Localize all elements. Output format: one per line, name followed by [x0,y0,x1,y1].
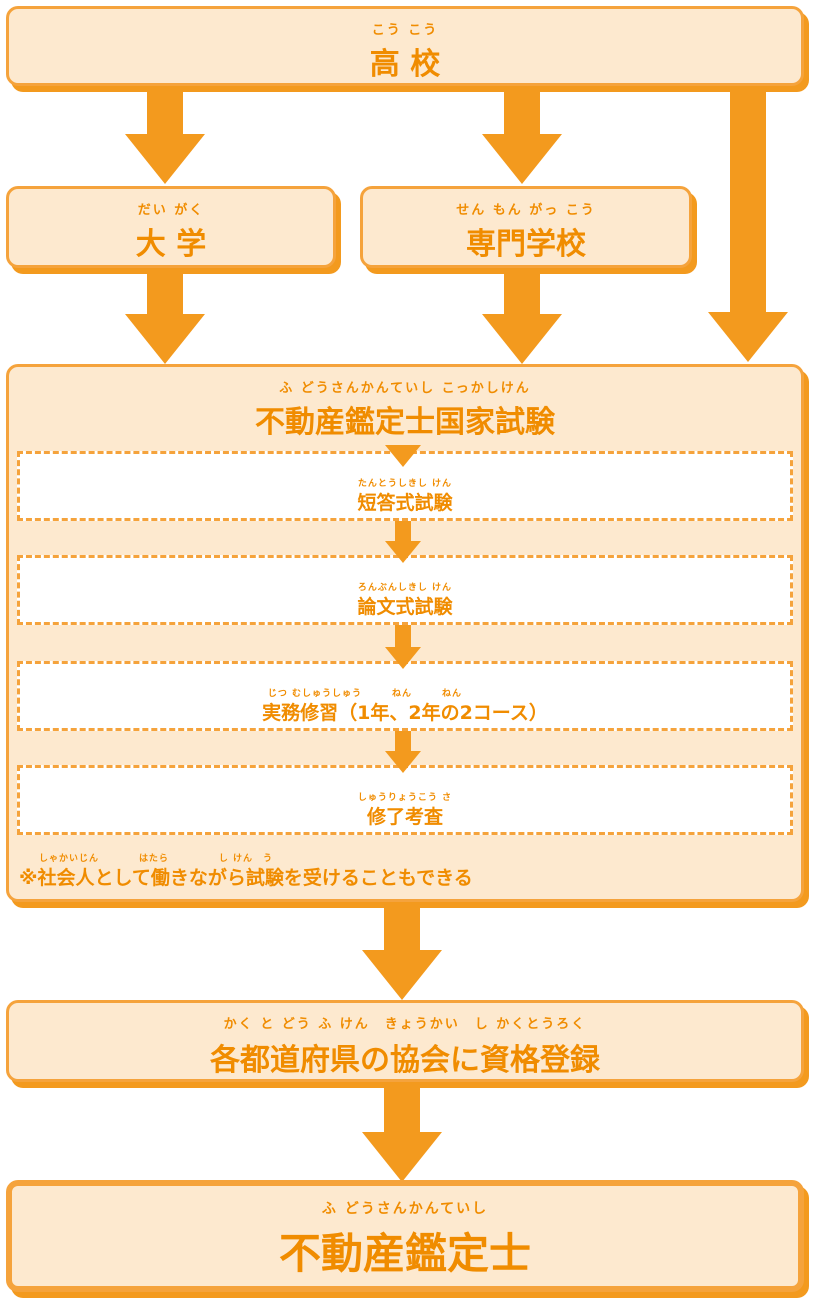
arrow-vocational-to-exam [482,268,562,364]
step-practical-training: じつ むしゅうしゅう ねん ねん 実務修習（1年、2年の2コース） [17,661,793,731]
highschool-label: 高 校 [369,47,441,82]
step-essay: ろんぶんしきし けん 論文式試験 [17,555,793,625]
registration-label: 各都道府県の協会に資格登録 [210,1043,600,1078]
arrow-highschool-to-university [125,86,205,186]
arrow-exam-to-registration [362,902,442,1000]
registration-ruby: かく と どう ふ けん きょうかい し かくとうろく [223,1017,587,1032]
step-practical-training-label: 実務修習（1年、2年の2コース） [262,702,548,724]
exam-note-ruby: しゃかいじん はたら し けん う [39,854,273,864]
node-vocational: せん もん がっ こう 専門学校 [360,186,692,268]
arrow-highschool-to-exam [708,86,788,364]
node-university: だい がく 大 学 [6,186,336,268]
arrow-university-to-exam [125,268,205,364]
step-completion-review-label: 修了考査 [366,806,443,828]
appraiser-label: 不動産鑑定士 [278,1229,531,1278]
arrow-title-to-step1 [385,445,421,467]
university-ruby: だい がく [137,203,205,218]
step-short-answer-label: 短答式試験 [357,492,453,514]
exam-title: 不動産鑑定士国家試験 [255,405,555,440]
arrow-highschool-to-vocational [482,86,562,186]
exam-note: ※社会人として働きながら試験を受けることもできる [19,867,473,889]
vocational-ruby: せん もん がっ こう [456,203,596,218]
node-appraiser: ふ どうさんかんていし 不動産鑑定士 [6,1180,804,1292]
university-label: 大 学 [135,227,207,262]
step-practical-training-ruby: じつ むしゅうしゅう ねん ねん [267,689,463,699]
arrow-step3-to-step4 [385,731,421,775]
exam-ruby: ふ どうさんかんていし こっかしけん [279,381,531,396]
node-registration: かく と どう ふ けん きょうかい し かくとうろく 各都道府県の協会に資格登… [6,1000,804,1082]
arrow-step1-to-step2 [385,521,421,565]
node-national-exam: ふ どうさんかんていし こっかしけん 不動産鑑定士国家試験 たんとうしきし けん… [6,364,804,902]
step-short-answer-ruby: たんとうしきし けん [357,479,453,489]
vocational-label: 専門学校 [466,227,586,262]
step-completion-review: しゅうりょうこう さ 修了考査 [17,765,793,835]
arrow-step2-to-step3 [385,625,421,671]
step-essay-label: 論文式試験 [357,596,453,618]
arrow-registration-to-appraiser [362,1082,442,1182]
node-highschool: こう こう 高 校 [6,6,804,86]
step-essay-ruby: ろんぶんしきし けん [357,583,453,593]
highschool-ruby: こう こう [371,23,439,38]
step-completion-review-ruby: しゅうりょうこう さ [357,793,453,803]
appraiser-ruby: ふ どうさんかんていし [321,1201,489,1217]
